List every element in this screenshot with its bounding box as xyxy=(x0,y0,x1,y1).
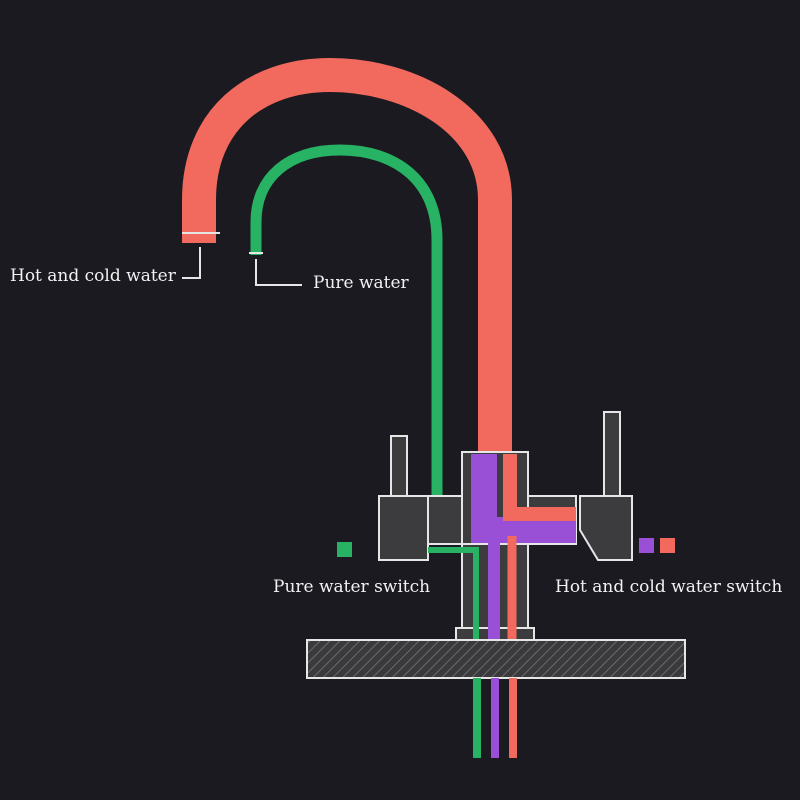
mixed-switch-indicator xyxy=(639,538,654,553)
left-handle-lever xyxy=(390,435,408,497)
mixed-supply-pipe xyxy=(491,678,499,758)
pure-supply-pipe xyxy=(473,678,481,758)
hot-and-cold-water-switch-label: Hot and cold water switch xyxy=(555,577,783,597)
pure-channel xyxy=(428,547,479,640)
pure-water-leader xyxy=(255,259,302,286)
hot-cold-supply-pipe xyxy=(509,678,517,758)
hot-cold-spout xyxy=(182,58,512,452)
hot-cold-leader xyxy=(182,247,201,279)
pure-water-switch-label: Pure water switch xyxy=(273,577,431,597)
body-left-bar xyxy=(427,495,464,545)
mixed-channel xyxy=(471,454,576,543)
hot-cold-channel xyxy=(503,454,576,521)
pure-switch-indicator xyxy=(337,542,352,557)
countertop xyxy=(306,639,686,679)
right-handle-lever xyxy=(603,411,621,497)
hot-and-cold-water-label: Hot and cold water xyxy=(10,266,176,286)
pure-water-tube xyxy=(250,144,443,496)
left-handle-knob xyxy=(378,495,429,561)
pure-water-label: Pure water xyxy=(313,273,409,293)
hot-switch-indicator xyxy=(660,538,675,553)
right-handle-knob xyxy=(579,495,633,561)
